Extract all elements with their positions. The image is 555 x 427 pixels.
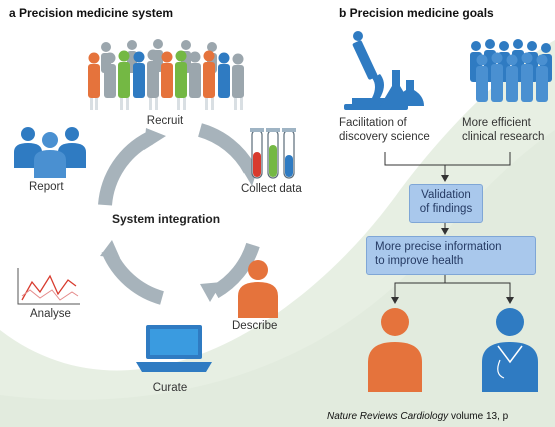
cycle-center-label: System integration: [112, 212, 221, 226]
goal-research-line-1: More efficient: [462, 117, 531, 129]
journal-name: Nature Reviews Cardiology: [327, 411, 449, 422]
precise-info-line-1: More precise information: [375, 241, 502, 253]
validation-box: Validation of findings: [409, 184, 483, 223]
precise-info-line-2: to improve health: [375, 255, 464, 267]
validation-line-1: Validation: [421, 189, 471, 201]
step-curate-label: Curate: [152, 382, 188, 394]
goal-discovery-label: Facilitation of discovery science: [339, 116, 430, 144]
panel-b-title: b Precision medicine goals: [339, 6, 494, 20]
goal-research-line-2: clinical research: [462, 131, 545, 143]
step-collect-label: Collect data: [241, 183, 302, 195]
step-report-label: Report: [29, 181, 64, 193]
step-analyse-label: Analyse: [30, 308, 71, 320]
journal-credit: Nature Reviews Cardiology volume 13, p: [327, 411, 508, 422]
journal-volume: volume 13, p: [448, 411, 509, 422]
precise-info-box: More precise information to improve heal…: [366, 236, 536, 275]
validation-line-2: of findings: [419, 203, 473, 215]
step-describe-label: Describe: [232, 320, 278, 332]
panel-a-title: a Precision medicine system: [9, 6, 174, 20]
goal-research-label: More efficient clinical research: [462, 116, 544, 144]
goal-discovery-line-2: discovery science: [339, 131, 430, 143]
step-recruit-label: Recruit: [146, 115, 184, 127]
goal-discovery-line-1: Facilitation of: [339, 117, 407, 129]
